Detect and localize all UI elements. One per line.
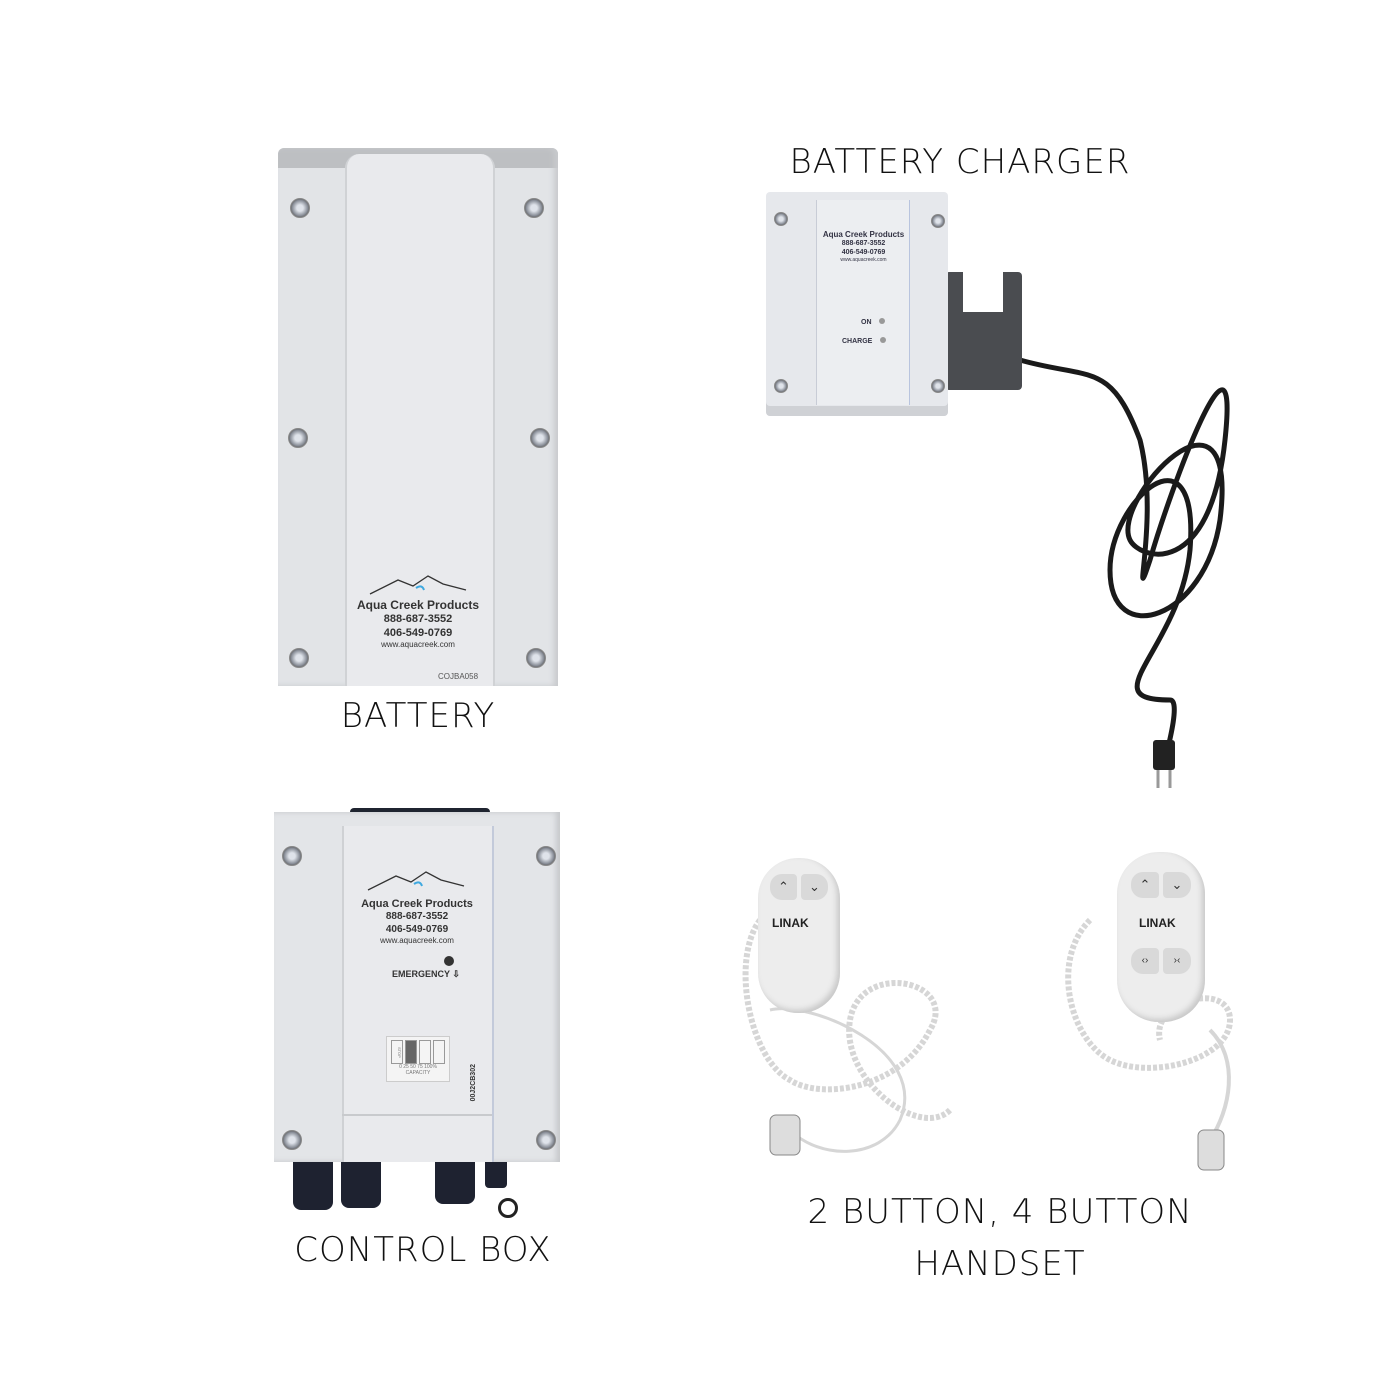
caption-control-box: CONTROL BOX	[294, 1230, 552, 1270]
phone-2: 406-549-0769	[841, 249, 886, 256]
battery-part-number: COJBA058	[438, 672, 479, 681]
website: www.aquacreek.com	[840, 257, 887, 263]
battery-unit: Aqua Creek Products 888-687-3552 406-549…	[278, 148, 558, 686]
down-button[interactable]: ⌄	[801, 874, 828, 900]
website: www.aquacreek.com	[380, 936, 454, 945]
caption-handset-line2: HANDSET	[914, 1244, 1086, 1284]
handset-cords	[742, 917, 1234, 1171]
emergency-label: EMERGENCY ⇩	[392, 969, 460, 979]
control-box-connectors	[285, 1158, 525, 1218]
arrow-down-icon: ⇩	[452, 969, 460, 979]
brand-name: Aqua Creek Products	[822, 230, 905, 239]
capacity-gauge: STOP 0 25 50 75 100% CAPACITY	[386, 1036, 450, 1082]
handset-4-button: ⌃ ⌄ LINAK ‹› ›‹	[1117, 852, 1205, 1022]
on-label: ON	[861, 319, 872, 326]
control-box-part-number: 00J2CB302	[470, 1064, 477, 1102]
charge-label: CHARGE	[842, 338, 873, 345]
battery-charger-unit: Aqua Creek Products 888-687-3552 406-549…	[766, 192, 948, 416]
charger-power-cord	[1019, 357, 1230, 788]
up-button[interactable]: ⌃	[1131, 872, 1159, 898]
contract-button[interactable]: ›‹	[1163, 948, 1191, 974]
charge-indicator: CHARGE	[842, 337, 887, 345]
expand-button[interactable]: ‹›	[1131, 948, 1159, 974]
handset-2-button: ⌃ ⌄ LINAK	[758, 858, 840, 1013]
caption-battery-charger: BATTERY CHARGER	[789, 142, 1131, 182]
capacity-label: CAPACITY	[405, 1070, 431, 1076]
capacity-ticks: 0 25 50 75 100%	[399, 1064, 437, 1070]
phone-1: 888-687-3552	[383, 613, 453, 625]
charger-cradle	[945, 272, 1022, 390]
caption-battery: BATTERY	[340, 696, 496, 736]
brand-name: Aqua Creek Products	[356, 598, 480, 612]
linak-logo: LINAK	[1139, 916, 1176, 930]
phone-2: 406-549-0769	[383, 627, 453, 639]
battery-brand-label: Aqua Creek Products 888-687-3552 406-549…	[343, 598, 493, 649]
control-box-brand-label: Aqua Creek Products 888-687-3552 406-549…	[342, 898, 492, 945]
linak-logo: LINAK	[772, 916, 809, 930]
mountain-logo-icon	[369, 575, 467, 595]
charger-brand-label: Aqua Creek Products 888-687-3552 406-549…	[811, 230, 916, 263]
emergency-button[interactable]	[444, 956, 454, 966]
phone-1: 888-687-3552	[841, 240, 886, 247]
brand-name: Aqua Creek Products	[361, 898, 473, 910]
up-button[interactable]: ⌃	[770, 874, 797, 900]
caption-handset-line1: 2 BUTTON, 4 BUTTON	[807, 1192, 1193, 1232]
down-button[interactable]: ⌄	[1163, 872, 1191, 898]
phone-2: 406-549-0769	[385, 924, 449, 935]
stop-segment: STOP	[391, 1040, 403, 1064]
website: www.aquacreek.com	[381, 640, 455, 649]
on-indicator: ON	[861, 318, 886, 326]
mountain-logo-icon	[367, 871, 465, 891]
phone-1: 888-687-3552	[385, 911, 449, 922]
control-box-unit: Aqua Creek Products 888-687-3552 406-549…	[274, 812, 560, 1162]
